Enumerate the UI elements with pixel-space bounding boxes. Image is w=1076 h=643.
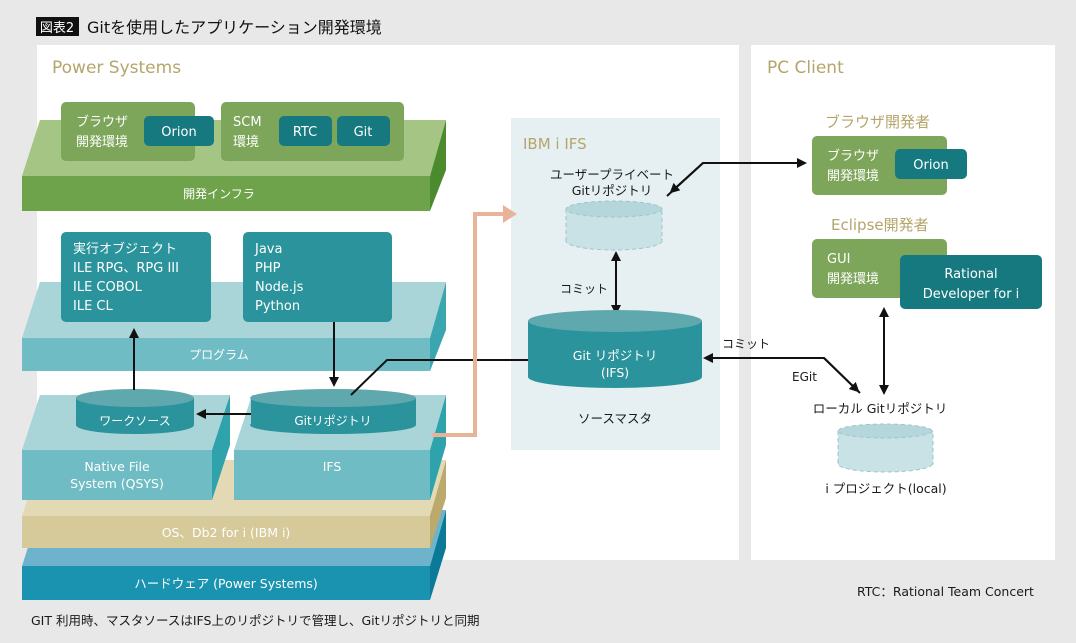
footer-note: GIT 利用時、マスタソースはIFS上のリポジトリで管理し、Gitリポジトリと同… [31, 613, 480, 628]
power-orion-label: Orion [161, 125, 196, 140]
scm-env: SCM 環境 RTC Git [221, 102, 404, 161]
local-repo-label: ローカル Gitリポジトリ [813, 401, 948, 416]
commit-label-pc: コミット [722, 337, 770, 351]
native-objects-box: 実行オブジェクト ILE RPG、RPG III ILE COBOL ILE C… [61, 232, 211, 322]
eclipse-env: GUI 開発環境 Rational Developer for i [812, 239, 1042, 309]
git-label: Git [354, 125, 373, 140]
figure-title-text: Gitを使用したアプリケーション開発環境 [87, 18, 382, 37]
master-repo-line2: (IFS) [601, 365, 629, 380]
pc-orion-chip [895, 149, 967, 179]
arrow-master-to-local [823, 357, 860, 393]
language-item: Python [255, 299, 300, 314]
pc-client-label: PC Client [767, 58, 844, 78]
figure-badge-bg [36, 17, 79, 36]
private-repo-cylinder [565, 200, 663, 251]
pc-browser-env: ブラウザ 開発環境 Orion [812, 136, 967, 195]
git-chip [337, 116, 390, 146]
commit-label-ifs: コミット [560, 282, 608, 296]
language-item: PHP [255, 261, 281, 276]
scm-env-line2: 環境 [233, 135, 259, 150]
scm-env-line1: SCM [233, 115, 262, 130]
rdi-line2: Developer for i [923, 287, 1020, 302]
language-item: Node.js [255, 280, 304, 295]
work-source-label: ワークソース [99, 414, 170, 428]
ifs-label: IFS [323, 459, 342, 474]
link-ifs-repo-to-master [350, 359, 528, 396]
language-item: Java [254, 242, 282, 257]
rtc-legend: RTC：Rational Team Concert [857, 584, 1034, 599]
egit-label: EGit [792, 370, 817, 384]
native-object-item: ILE COBOL [73, 280, 143, 295]
native-object-item: 実行オブジェクト [73, 241, 177, 257]
master-repo-cylinder: Git リポジトリ (IFS) [528, 310, 702, 388]
native-fs-line1: Native File [84, 459, 150, 474]
pc-browser-env-line1: ブラウザ [827, 148, 879, 164]
gui-env-line1: GUI [827, 252, 850, 267]
program-label: プログラム [189, 348, 249, 362]
pc-orion-label: Orion [913, 158, 948, 173]
languages-box: Java PHP Node.js Python [243, 232, 392, 322]
os-label: OS、Db2 for i (IBM i) [162, 525, 291, 540]
rtc-chip [279, 116, 332, 146]
local-project-caption: i プロジェクト(local) [825, 481, 946, 496]
figure-badge: 図表2 [40, 21, 74, 36]
eclipse-dev-heading: Eclipse開発者 [831, 216, 929, 234]
browser-dev-heading: ブラウザ開発者 [825, 113, 930, 131]
power-browser-env: ブラウザ 開発環境 Orion [61, 102, 214, 161]
rtc-label: RTC [293, 125, 317, 140]
local-repo-cylinder [837, 423, 934, 473]
power-systems-label: Power Systems [52, 58, 181, 78]
private-repo-line2: Gitリポジトリ [572, 183, 653, 198]
work-source-cylinder: ワークソース [76, 389, 194, 434]
pc-browser-env-line2: 開発環境 [827, 169, 879, 184]
dev-infra-label: 開発インフラ [183, 187, 255, 201]
ifs-git-repo-cylinder: Gitリポジトリ [250, 389, 416, 434]
power-browser-env-line1: ブラウザ [76, 114, 128, 130]
peach-connector [432, 212, 505, 437]
ifs-git-repo-label: Gitリポジトリ [294, 414, 371, 428]
gui-env-line2: 開発環境 [827, 272, 879, 287]
source-master-caption: ソースマスタ [578, 411, 652, 426]
master-repo-line1: Git リポジトリ [573, 348, 658, 363]
peach-arrowhead-icon [503, 205, 517, 223]
native-object-item: ILE CL [73, 299, 114, 314]
native-fs-line2: System (QSYS) [70, 476, 164, 491]
power-browser-env-line2: 開発環境 [76, 135, 128, 150]
ibm-i-ifs-label: IBM i IFS [523, 135, 587, 153]
native-object-item: ILE RPG、RPG III [73, 261, 179, 276]
figure-title: 図表2 Gitを使用したアプリケーション開発環境 [36, 17, 382, 37]
arrow-browser-dev-to-private [669, 162, 704, 194]
power-orion-chip [144, 116, 214, 146]
private-repo-line1: ユーザープライベート [550, 167, 674, 182]
hardware-label: ハードウェア (Power Systems) [134, 576, 318, 591]
rdi-chip [900, 255, 1042, 309]
rdi-line1: Rational [944, 267, 997, 282]
